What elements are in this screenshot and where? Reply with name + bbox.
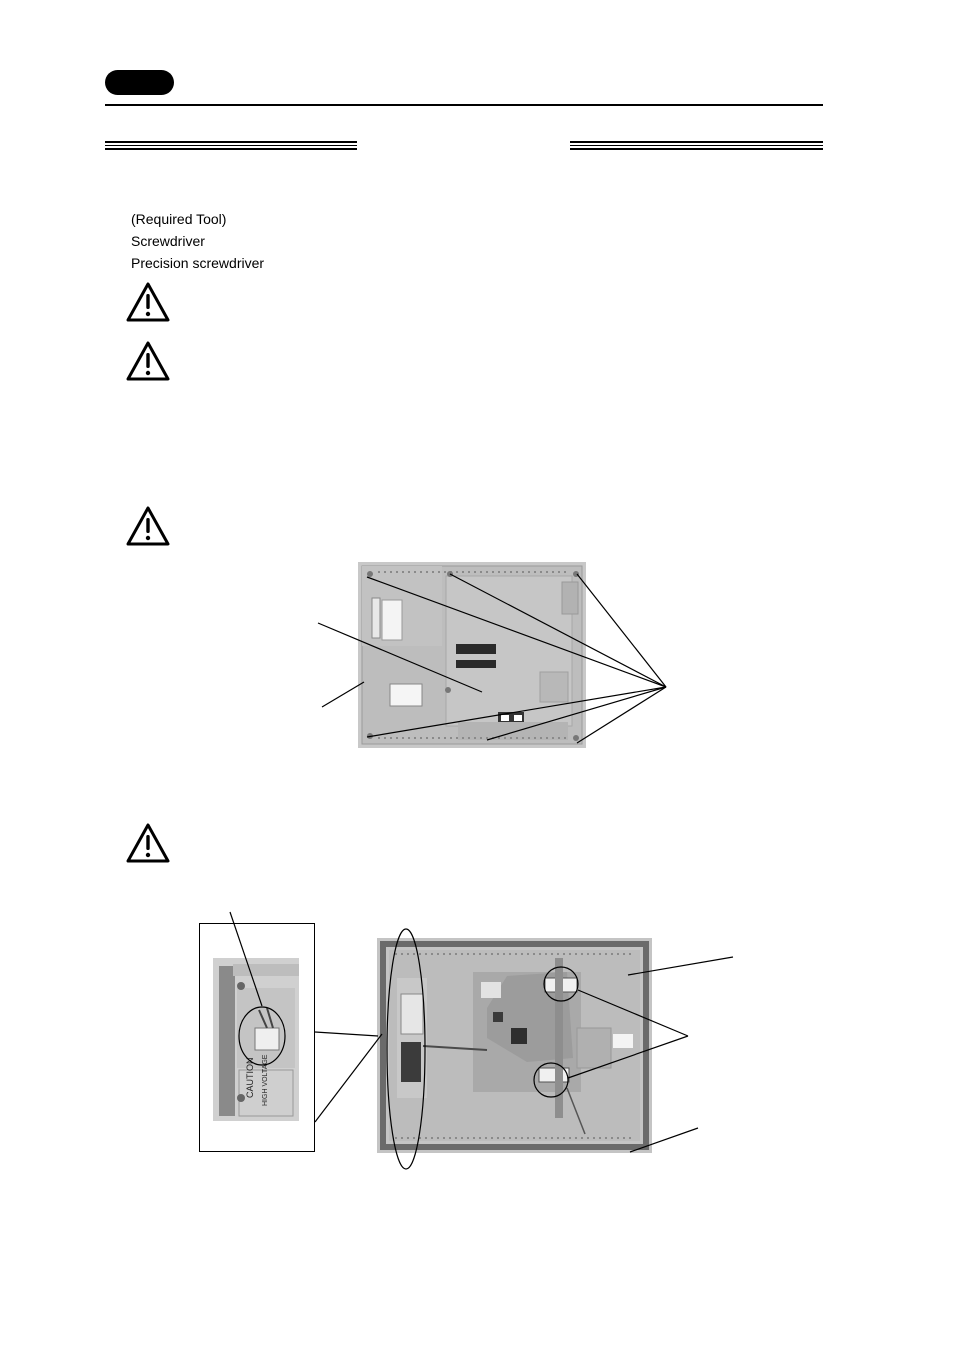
section-rule-right — [570, 141, 823, 151]
rear-case-photo — [358, 562, 586, 748]
required-tool-heading: (Required Tool) — [131, 211, 227, 227]
battery-connector-closeup-photo: CAUTION HIGH VOLTAGE — [213, 958, 299, 1121]
section-rule-left — [105, 141, 357, 151]
tool-item-precision-screwdriver: Precision screwdriver — [131, 255, 265, 271]
warning-triangle-icon — [126, 823, 170, 863]
warning-triangle-icon — [126, 341, 170, 381]
battery-caution-label: CAUTION — [245, 1058, 255, 1099]
tool-item-screwdriver: Screwdriver — [131, 233, 205, 249]
header-rule — [105, 104, 823, 106]
opened-unit-interior-photo — [377, 938, 652, 1153]
battery-high-voltage-label: HIGH VOLTAGE — [262, 1054, 269, 1106]
chapter-tab — [105, 70, 174, 95]
warning-triangle-icon — [126, 282, 170, 322]
warning-triangle-icon — [126, 506, 170, 546]
